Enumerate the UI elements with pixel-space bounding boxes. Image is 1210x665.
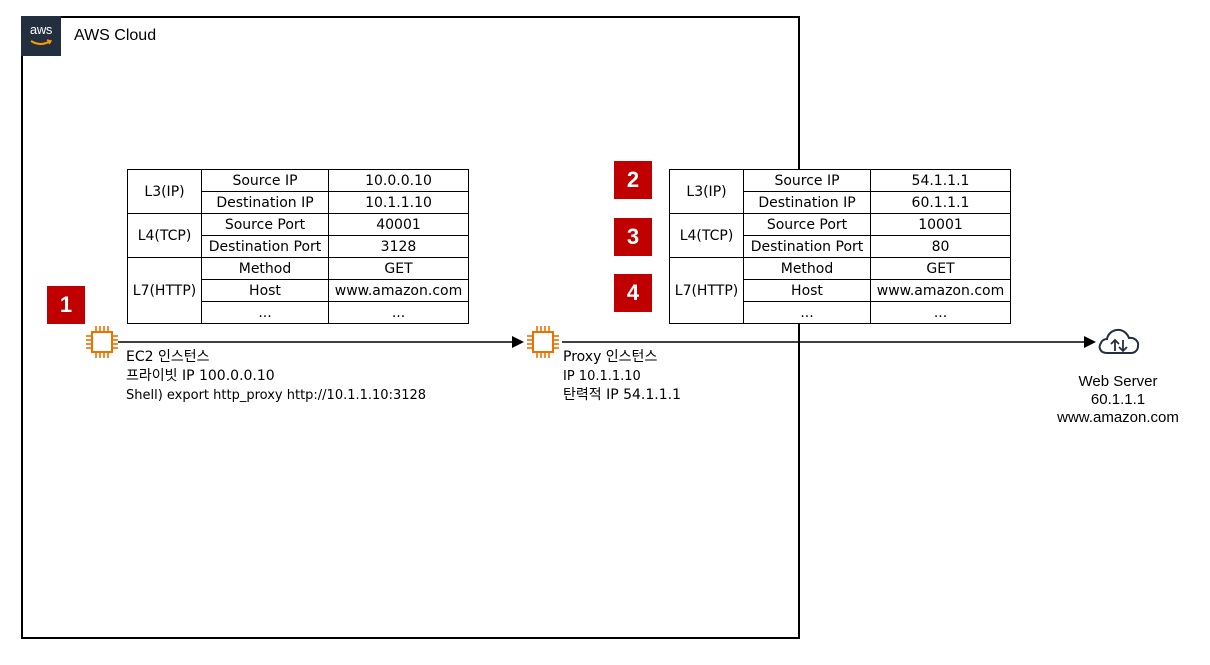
header-row: ...... — [128, 301, 469, 324]
layer-cell: L3(IP) — [127, 169, 202, 214]
field-cell: Destination Port — [743, 235, 871, 258]
value-cell: ... — [328, 301, 469, 324]
ec2-private-ip: 프라이빗 IP 100.0.0.10 — [126, 368, 275, 384]
value-cell: 10001 — [870, 213, 1011, 236]
proxy-name: Proxy 인스턴스 — [563, 349, 658, 365]
step-badge-2: 2 — [614, 161, 652, 199]
value-cell: 10.0.0.10 — [328, 169, 469, 192]
step-badge-4: 4 — [614, 274, 652, 312]
field-cell: ... — [743, 301, 871, 324]
value-cell: GET — [328, 257, 469, 280]
value-cell: ... — [870, 301, 1011, 324]
step-badge-1: 1 — [47, 286, 85, 324]
layer-cell: L4(TCP) — [127, 213, 202, 258]
aws-cloud-title: AWS Cloud — [74, 27, 157, 44]
web-server-label: Web Server 60.1.1.1 www.amazon.com — [1040, 373, 1196, 427]
header-row: ...... — [670, 301, 1011, 324]
field-cell: Destination IP — [201, 191, 329, 214]
proxy-to-web-arrowhead — [1084, 336, 1096, 348]
web-server-ip: 60.1.1.1 — [1090, 391, 1146, 408]
layer-cell: L4(TCP) — [669, 213, 744, 258]
web-server-host: www.amazon.com — [1057, 409, 1179, 426]
field-cell: ... — [201, 301, 329, 324]
value-cell: 54.1.1.1 — [870, 169, 1011, 192]
value-cell: 40001 — [328, 213, 469, 236]
web-server-cloud-icon — [1098, 328, 1140, 354]
ec2-instance-label: EC2 인스턴스 프라이빗 IP 100.0.0.10 Shell) expor… — [126, 348, 426, 405]
value-cell: 10.1.1.10 — [328, 191, 469, 214]
web-server-name: Web Server — [1078, 373, 1158, 390]
value-cell: GET — [870, 257, 1011, 280]
proxy-private-ip: IP 10.1.1.10 — [563, 369, 641, 384]
layer-cell: L7(HTTP) — [127, 257, 202, 324]
value-cell: www.amazon.com — [870, 279, 1011, 302]
aws-logo-text: aws — [29, 22, 53, 37]
field-cell: Method — [201, 257, 329, 280]
field-cell: Host — [743, 279, 871, 302]
ec2-to-proxy-arrowhead — [512, 336, 524, 348]
ec2-name: EC2 인스턴스 — [126, 349, 210, 365]
proxy-instance-chip-icon — [527, 326, 559, 358]
step-badge-3: 3 — [614, 218, 652, 256]
ec2-proxy-command: Shell) export http_proxy http://10.1.1.1… — [126, 388, 427, 403]
ec2-instance-chip-icon — [86, 326, 118, 358]
aws-cloud-boundary — [21, 16, 800, 639]
field-cell: Host — [201, 279, 329, 302]
value-cell: 60.1.1.1 — [870, 191, 1011, 214]
layer-cell: L7(HTTP) — [669, 257, 744, 324]
field-cell: Destination Port — [201, 235, 329, 258]
proxy-elastic-ip: 탄력적 IP 54.1.1.1 — [563, 387, 681, 403]
field-cell: Source Port — [201, 213, 329, 236]
field-cell: Source IP — [743, 169, 871, 192]
field-cell: Method — [743, 257, 871, 280]
field-cell: Source IP — [201, 169, 329, 192]
value-cell: 3128 — [328, 235, 469, 258]
value-cell: www.amazon.com — [328, 279, 469, 302]
field-cell: Destination IP — [743, 191, 871, 214]
layer-cell: L3(IP) — [669, 169, 744, 214]
field-cell: Source Port — [743, 213, 871, 236]
aws-logo-icon: aws — [21, 16, 61, 56]
proxy-instance-label: Proxy 인스턴스 IP 10.1.1.10 탄력적 IP 54.1.1.1 — [563, 348, 681, 405]
value-cell: 80 — [870, 235, 1011, 258]
